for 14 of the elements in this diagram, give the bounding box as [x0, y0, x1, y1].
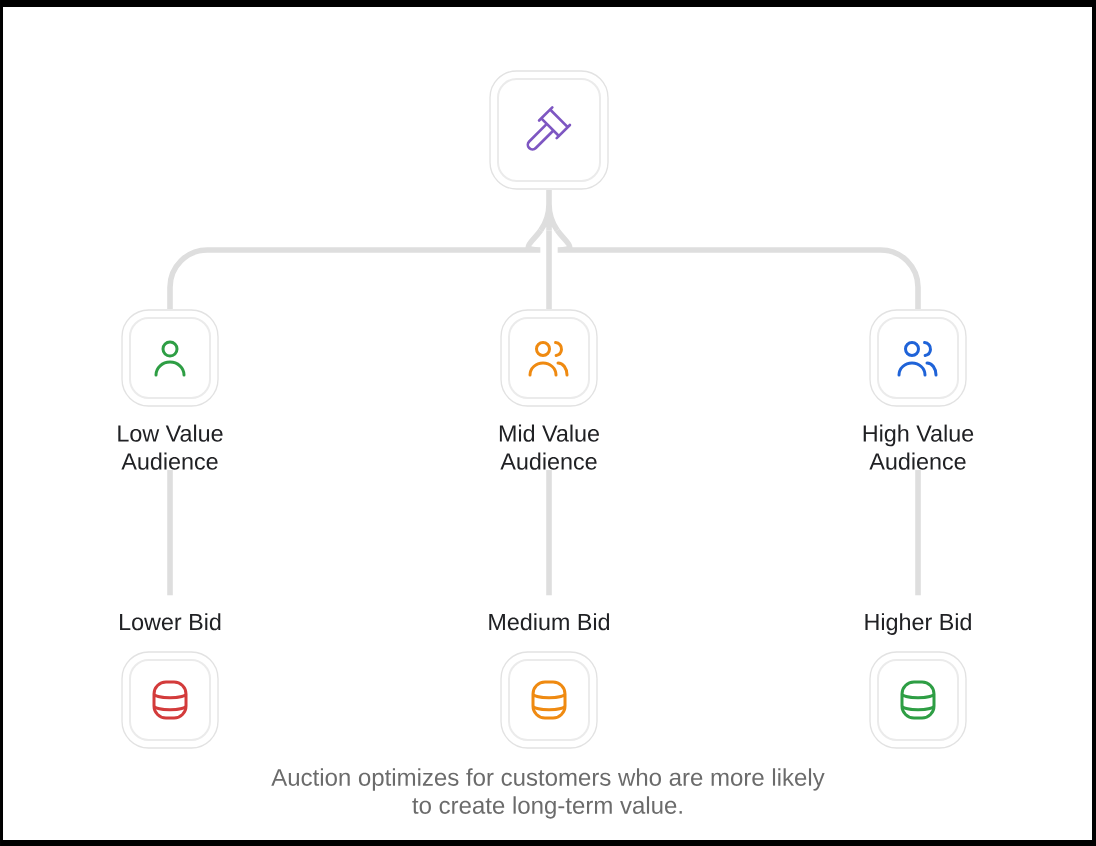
node-label: Lower Bid: [120, 613, 221, 631]
connector-line: [546, 230, 552, 310]
node-label: Low Value Audience: [118, 424, 223, 470]
connector-line: [537, 187, 561, 234]
node-label: High Value Audience: [863, 424, 974, 470]
connector-line: [167, 228, 544, 310]
node-label: Mid Value Audience: [499, 424, 599, 470]
caption: Auction optimizes for customers who are more likely to create long-term value.: [271, 768, 825, 819]
node-label: Higher Bid: [865, 613, 971, 635]
node-label: Medium Bid: [489, 613, 610, 631]
connector-line: [167, 470, 173, 596]
connector-line: [915, 470, 921, 596]
connector-line: [546, 470, 552, 596]
connector-line: [554, 228, 921, 310]
